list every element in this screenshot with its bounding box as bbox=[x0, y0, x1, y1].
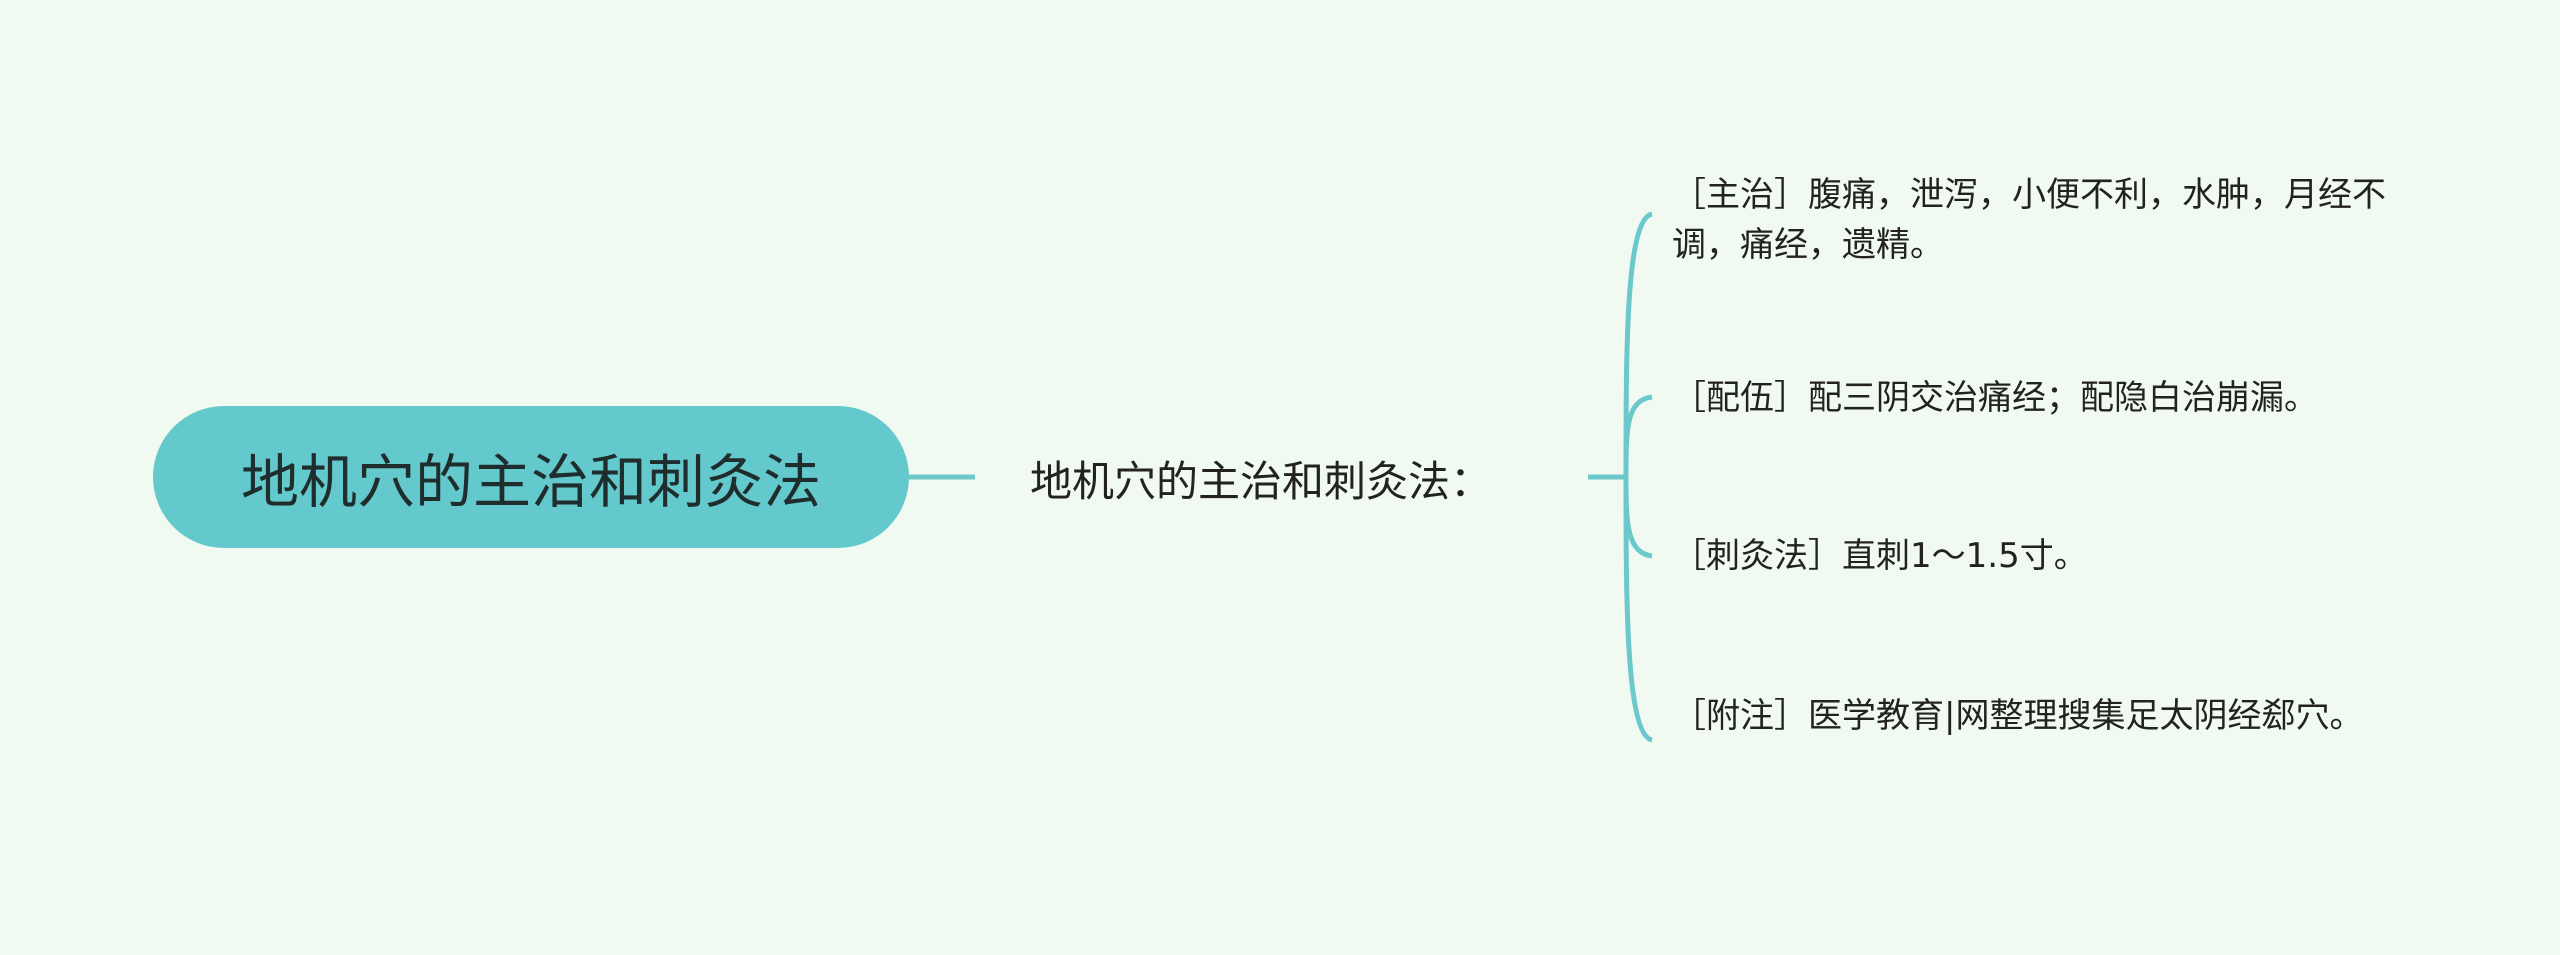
branch-curve-leaf-1 bbox=[1623, 211, 1654, 478]
root-topic[interactable]: 地机穴的主治和刺灸法 bbox=[153, 406, 909, 548]
leaf-label: ［配伍］配三阴交治痛经；配隐白治崩漏。 bbox=[1672, 378, 2318, 418]
leaf-topic-needling[interactable]: ［刺灸法］直刺1～1.5寸。 bbox=[1672, 531, 2392, 581]
subtopic-label: 地机穴的主治和刺灸法： bbox=[1030, 457, 1493, 506]
leaf-label: ［主治］腹痛，泄泻，小便不利，水肿，月经不调，痛经，遗精。 bbox=[1672, 175, 2386, 265]
branch-curve-leaf-4 bbox=[1623, 476, 1654, 743]
leaf-topic-note[interactable]: ［附注］医学教育|网整理搜集足太阴经郄穴。 bbox=[1672, 691, 2392, 741]
leaf-topic-combination[interactable]: ［配伍］配三阴交治痛经；配隐白治崩漏。 bbox=[1672, 373, 2392, 423]
branch-curve-leaf-3 bbox=[1623, 476, 1653, 559]
branch-curve-leaf-2 bbox=[1623, 394, 1653, 478]
root-topic-label: 地机穴的主治和刺灸法 bbox=[240, 448, 821, 516]
subtopic-node[interactable]: 地机穴的主治和刺灸法： bbox=[1030, 448, 1492, 509]
leaf-topic-indications[interactable]: ［主治］腹痛，泄泻，小便不利，水肿，月经不调，痛经，遗精。 bbox=[1672, 170, 2392, 270]
leaf-label: ［刺灸法］直刺1～1.5寸。 bbox=[1672, 536, 2088, 576]
leaf-label: ［附注］医学教育|网整理搜集足太阴经郄穴。 bbox=[1672, 696, 2364, 736]
